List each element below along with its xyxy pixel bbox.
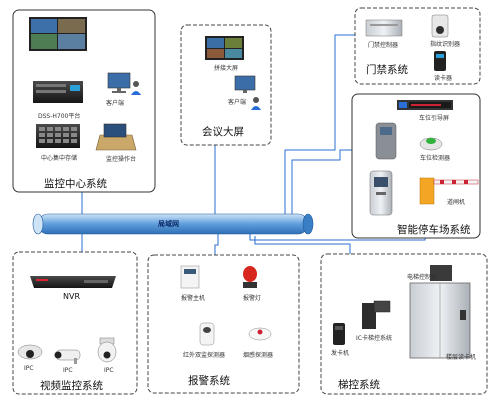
panel-conference-screen	[180, 24, 272, 146]
bus-label: 局域网	[158, 220, 179, 228]
panel-title-access: 门禁系统	[366, 64, 408, 76]
client-pc	[107, 72, 131, 93]
card-reader	[434, 51, 446, 71]
label-operator: 监控操作台	[106, 156, 137, 163]
label-nvr: NVR	[63, 292, 81, 301]
user-icon	[251, 97, 261, 110]
elevator-car	[409, 265, 471, 359]
network-bus	[32, 213, 314, 235]
label-gate: 道闸机	[447, 199, 466, 206]
client-pc	[234, 75, 256, 93]
ticket-machine	[369, 170, 393, 216]
operator-console	[95, 123, 137, 151]
label-card-issuer: 发卡机	[331, 350, 350, 357]
label-elevator-controller: 电梯控制器	[407, 274, 438, 281]
link-parking-a	[291, 149, 352, 214]
label-fingerprint: 指纹识别器	[430, 41, 461, 48]
label-platform: DSS-H700平台	[38, 113, 81, 120]
link-alarm	[214, 233, 219, 255]
guidance-screen	[397, 100, 453, 110]
user-icon	[131, 81, 141, 95]
ir-detector	[199, 322, 215, 346]
alarm-host	[180, 265, 200, 289]
label-video-wall: 拼接大屏	[214, 65, 239, 72]
panel-title-monitoring: 监控中心系统	[44, 178, 107, 190]
label-strobe: 报警灯	[243, 295, 262, 302]
nvr-device	[30, 276, 116, 288]
barrier-gate	[419, 177, 479, 205]
label-ipc-1: IPC	[24, 365, 34, 372]
alarm-strobe-light	[243, 266, 257, 288]
panel-title-video: 视频监控系统	[40, 380, 103, 392]
card-issuer	[333, 323, 345, 345]
ptz-camera	[97, 337, 117, 363]
panel-title-conference: 会议大屏	[202, 126, 244, 138]
platform-server	[33, 81, 83, 103]
bullet-camera	[54, 349, 81, 364]
panel-access-control	[354, 7, 481, 85]
panel-title-alarm: 报警系统	[188, 375, 230, 387]
label-ipc-2: IPC	[63, 367, 73, 374]
label-storage: 中心集中存储	[41, 155, 78, 162]
panel-parking	[351, 93, 481, 239]
label-ipc-3: IPC	[104, 367, 114, 374]
panel-elevator	[320, 253, 488, 395]
spot-detector	[419, 137, 443, 151]
panel-title-parking: 智能停车场系统	[397, 224, 471, 236]
label-conf-client: 客户端	[228, 99, 247, 106]
smoke-detector	[248, 327, 272, 341]
label-ic-controller: IC卡梯控系统	[356, 335, 392, 342]
label-alarm-host: 报警主机	[181, 295, 206, 302]
label-access-controller: 门禁控制器	[368, 42, 399, 49]
storage-server	[36, 124, 80, 148]
panel-video-surveillance	[12, 251, 138, 395]
video-wall-monitor	[29, 17, 87, 51]
label-card-reader: 读卡器	[434, 75, 453, 82]
label-detector: 车位检测器	[420, 155, 451, 162]
fingerprint-reader	[431, 14, 449, 38]
panel-monitoring-center	[12, 9, 156, 193]
label-client: 客户端	[106, 100, 125, 107]
panel-title-elevator: 梯控系统	[338, 379, 380, 391]
label-ir-detector: 红外双监探测器	[183, 352, 226, 359]
label-floor-reader: 楼层读卡机	[446, 354, 477, 361]
panel-alarm	[147, 254, 300, 394]
label-guidance: 车位引导屏	[419, 115, 450, 122]
link-elevator	[254, 236, 351, 255]
access-controller	[365, 19, 403, 37]
dome-camera	[17, 344, 43, 360]
parking-terminal	[375, 122, 397, 160]
label-smoke: 烟感探测器	[243, 352, 274, 359]
link-access	[284, 34, 358, 214]
video-wall-screen	[205, 36, 244, 60]
ic-controller-pc	[362, 300, 391, 329]
